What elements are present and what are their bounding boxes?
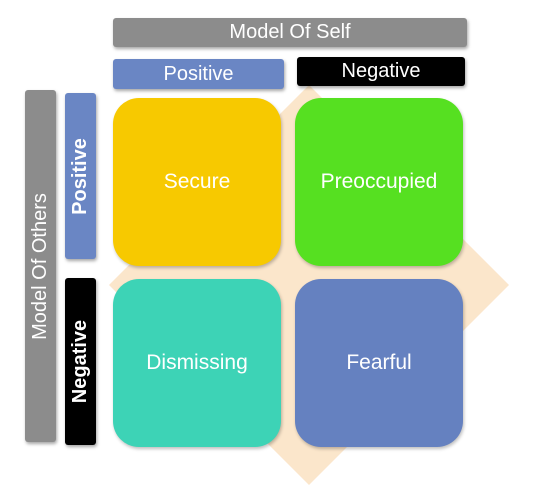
model-of-self-label: Model Of Self: [229, 21, 351, 43]
model-of-others-label: Model Of Others: [29, 192, 51, 340]
self-negative-header: Negative: [297, 57, 465, 86]
quadrant-dismissing: Dismissing: [113, 279, 281, 447]
quadrant-fearful: Fearful: [295, 279, 463, 447]
model-of-self-header: Model Of Self: [113, 18, 467, 47]
model-of-others-header: Model Of Others: [25, 90, 56, 442]
self-positive-header: Positive: [113, 59, 284, 89]
others-positive-header: Positive: [65, 93, 96, 259]
quadrant-preoccupied: Preoccupied: [295, 98, 463, 266]
self-negative-label: Negative: [341, 60, 421, 82]
quadrant-preoccupied-label: Preoccupied: [320, 170, 438, 193]
self-positive-label: Positive: [163, 62, 234, 85]
others-negative-header: Negative: [65, 278, 96, 445]
others-positive-label: Positive: [69, 137, 92, 215]
others-negative-label: Negative: [69, 319, 91, 404]
quadrant-dismissing-label: Dismissing: [146, 351, 248, 374]
quadrant-secure-label: Secure: [163, 170, 231, 193]
quadrant-secure: Secure: [113, 98, 281, 266]
quadrant-fearful-label: Fearful: [346, 351, 412, 374]
